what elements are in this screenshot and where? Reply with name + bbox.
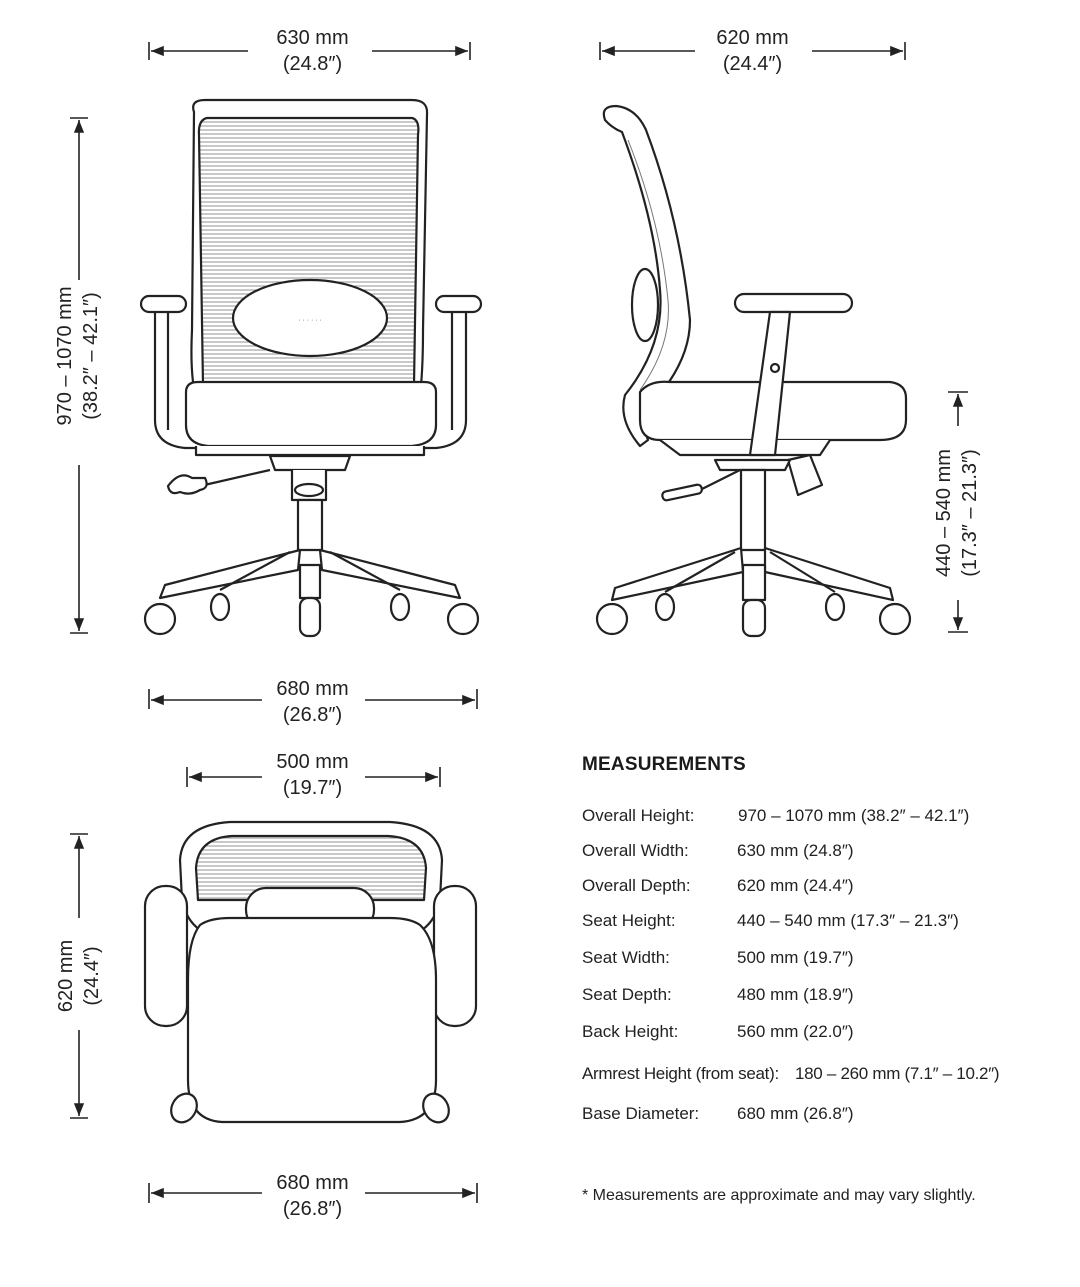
measurement-value: 440 – 540 mm (17.3″ – 21.3″) xyxy=(737,911,959,930)
measurement-label: Base Diameter: xyxy=(582,1104,700,1123)
measurement-row: Back Height: 560 mm (22.0″) xyxy=(582,1022,854,1042)
front-base-label: 680 mm (26.8″) xyxy=(250,676,375,728)
svg-text:· · · · · ·: · · · · · · xyxy=(298,317,322,324)
measurement-label: Seat Depth: xyxy=(582,985,672,1004)
measurement-value: 560 mm (22.0″) xyxy=(737,1022,854,1041)
measurement-value: 180 – 260 mm (7.1″ – 10.2″) xyxy=(795,1064,1000,1083)
measurement-label: Seat Height: xyxy=(582,911,676,930)
measurement-row: Seat Depth: 480 mm (18.9″) xyxy=(582,985,854,1005)
side-depth-in: (24.4″) xyxy=(722,53,783,75)
top-base-label: 680 mm (26.8″) xyxy=(250,1170,375,1222)
side-seat-height-in: (17.3″ – 21.3″) xyxy=(959,449,981,577)
top-base-in: (26.8″) xyxy=(282,1198,343,1220)
side-depth-label: 620 mm (24.4″) xyxy=(690,25,815,77)
top-seat-width-mm: 500 mm xyxy=(276,751,349,773)
top-seat-width-label: 500 mm (19.7″) xyxy=(250,749,375,801)
front-base-mm: 680 mm xyxy=(276,678,349,700)
measurement-row: Seat Width: 500 mm (19.7″) xyxy=(582,948,854,968)
measurement-label: Overall Width: xyxy=(582,841,689,860)
measurement-row: Armrest Height (from seat): 180 – 260 mm… xyxy=(582,1064,1000,1084)
measurement-value: 680 mm (26.8″) xyxy=(737,1104,854,1123)
measurement-value: 630 mm (24.8″) xyxy=(737,841,854,860)
front-width-in: (24.8″) xyxy=(282,53,343,75)
front-base-in: (26.8″) xyxy=(282,704,343,726)
top-dimension-lines xyxy=(70,767,478,1203)
top-view-chair xyxy=(143,820,478,1124)
measurement-label: Back Height: xyxy=(582,1022,679,1041)
top-depth-mm: 620 mm xyxy=(55,939,77,1013)
top-depth-in: (24.4″) xyxy=(81,946,103,1006)
measurement-row: Overall Height: 970 – 1070 mm (38.2″ – 4… xyxy=(582,806,969,826)
front-dimension-lines xyxy=(70,42,478,709)
side-depth-mm: 620 mm xyxy=(716,27,789,49)
measurement-label: Overall Depth: xyxy=(582,876,691,895)
side-dimension-lines xyxy=(599,42,968,633)
measurement-label: Armrest Height (from seat): xyxy=(582,1064,779,1083)
measurement-value: 500 mm (19.7″) xyxy=(737,948,854,967)
side-seat-height-label: 440 – 540 mm (17.3″ – 21.3″) xyxy=(931,408,983,618)
measurement-value: 970 – 1070 mm (38.2″ – 42.1″) xyxy=(738,806,970,825)
top-seat-width-in: (19.7″) xyxy=(282,777,343,799)
measurement-value: 480 mm (18.9″) xyxy=(737,985,854,1004)
front-width-mm: 630 mm xyxy=(276,27,349,49)
measurements-title: MEASUREMENTS xyxy=(582,754,746,775)
front-height-label: 970 – 1070 mm (38.2″ – 42.1″) xyxy=(52,246,104,466)
front-width-label: 630 mm (24.8″) xyxy=(250,25,375,77)
measurement-row: Overall Width: 630 mm (24.8″) xyxy=(582,841,854,861)
measurement-row: Seat Height: 440 – 540 mm (17.3″ – 21.3″… xyxy=(582,911,959,931)
front-height-in: (38.2″ – 42.1″) xyxy=(80,292,102,420)
side-view-chair xyxy=(595,104,912,638)
top-base-mm: 680 mm xyxy=(276,1172,349,1194)
front-view-chair: · · · · · · xyxy=(139,98,483,638)
measurement-value: 620 mm (24.4″) xyxy=(737,876,854,895)
measurement-row: Overall Depth: 620 mm (24.4″) xyxy=(582,876,854,896)
front-height-mm: 970 – 1070 mm xyxy=(54,286,76,426)
measurement-label: Seat Width: xyxy=(582,948,670,967)
side-seat-height-mm: 440 – 540 mm xyxy=(933,449,955,577)
measurements-note: * Measurements are approximate and may v… xyxy=(582,1187,976,1204)
top-depth-label: 620 mm (24.4″) xyxy=(53,926,105,1026)
measurement-row: Base Diameter: 680 mm (26.8″) xyxy=(582,1104,854,1124)
measurement-label: Overall Height: xyxy=(582,806,695,825)
